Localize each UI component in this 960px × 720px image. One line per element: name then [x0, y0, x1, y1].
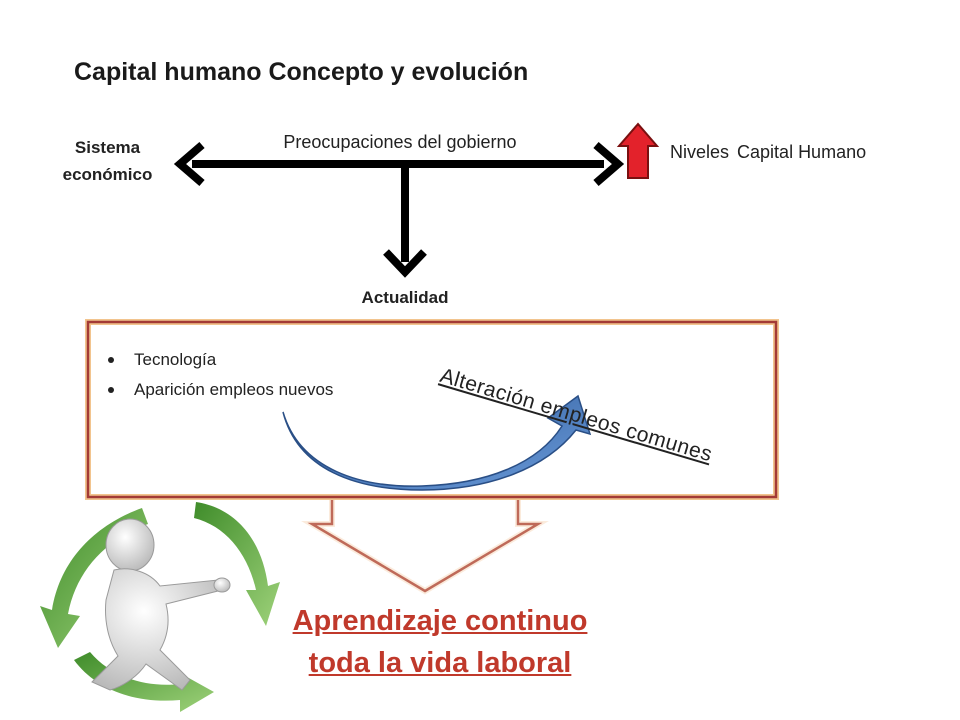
bullet-list: Tecnología Aparición empleos nuevos: [106, 345, 333, 405]
right-label-word1: Niveles: [670, 142, 730, 162]
center-label: Preocupaciones del gobierno: [283, 132, 517, 152]
up-arrow-icon: [616, 122, 660, 179]
conclusion-text: Aprendizaje continuo toda la vida labora…: [240, 600, 640, 684]
horizontal-double-arrow: [173, 141, 625, 187]
page-title: Capital humano Concepto y evolución: [74, 58, 529, 86]
running-figure-icon: [91, 518, 231, 691]
curved-arrow-icon: [282, 394, 592, 491]
conclusion-down-arrow: [301, 495, 549, 595]
right-label: Niveles Capital Humano: [670, 142, 866, 163]
down-arrow: [383, 164, 427, 278]
cycle-arrows-icon: [40, 502, 280, 712]
left-label: Sistema económico: [40, 134, 175, 188]
left-label-line2: económico: [62, 165, 153, 184]
down-label: Actualidad: [361, 288, 449, 307]
conclusion-line1: Aprendizaje continuo: [292, 605, 588, 637]
bullet-item: Aparición empleos nuevos: [106, 375, 333, 405]
right-label-word2: Capital Humano: [737, 142, 867, 162]
left-label-line1: Sistema: [74, 138, 141, 157]
conclusion-line2: toda la vida laboral: [308, 647, 572, 679]
actualidad-box: [85, 319, 779, 500]
bullet-item: Tecnología: [106, 345, 333, 375]
